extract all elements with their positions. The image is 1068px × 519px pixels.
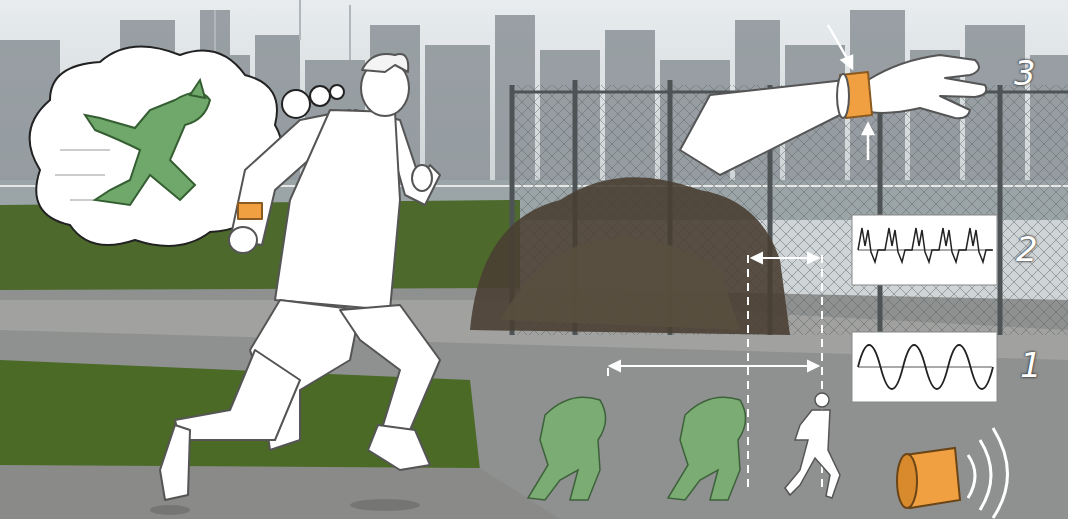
callout-number: 2 [1016, 232, 1038, 266]
pointer-arrows [828, 25, 873, 160]
band-icon [897, 428, 1008, 518]
chase-figures [528, 393, 840, 500]
callout-number: 1 [1020, 348, 1042, 382]
bush [470, 177, 790, 335]
runner-figure [150, 54, 440, 515]
waveform-panels [852, 215, 997, 402]
arm-with-band [680, 55, 986, 175]
callout-number: 3 [1014, 56, 1036, 90]
